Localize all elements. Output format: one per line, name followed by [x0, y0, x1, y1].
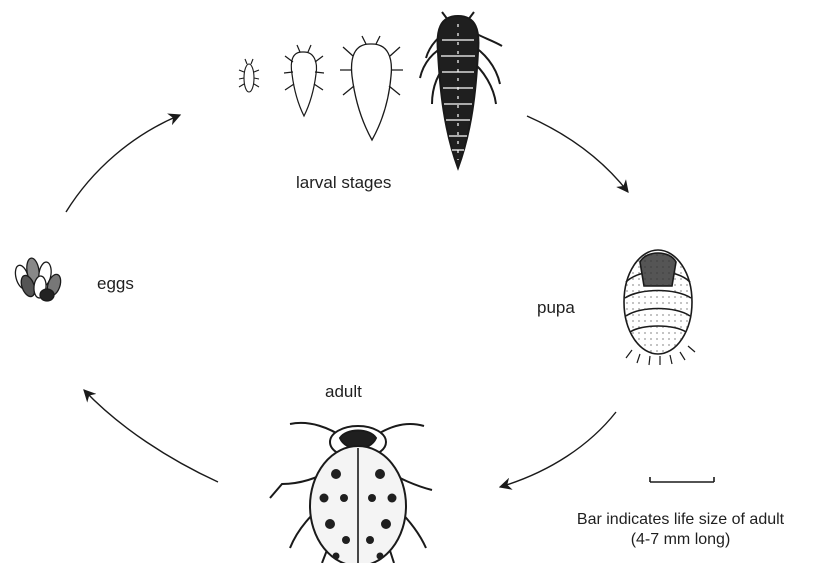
scale-caption-line-1: Bar indicates life size of adult	[533, 510, 828, 530]
scale-caption-line-2: (4-7 mm long)	[533, 530, 828, 550]
eggs-label: eggs	[97, 274, 134, 294]
arrow-adult-to-eggs	[84, 390, 218, 482]
arrow-pupa-to-adult	[500, 412, 616, 487]
larva-stage-2-illustration	[284, 45, 324, 116]
adult-ladybug-illustration	[270, 423, 432, 563]
larva-stage-3-illustration	[340, 36, 403, 140]
adult-label: adult	[325, 382, 362, 402]
arrow-larvae-to-pupa	[527, 116, 628, 192]
larval-stages-label: larval stages	[296, 173, 391, 193]
larva-stage-4-illustration	[420, 12, 502, 168]
pupa-illustration	[624, 250, 695, 365]
pupa-label: pupa	[537, 298, 575, 318]
life-size-scale-bar	[650, 477, 714, 482]
eggs-illustration	[13, 257, 63, 301]
arrow-eggs-to-larvae	[66, 115, 180, 212]
larva-stage-1-illustration	[239, 59, 259, 92]
scale-caption: Bar indicates life size of adult (4-7 mm…	[533, 510, 828, 550]
